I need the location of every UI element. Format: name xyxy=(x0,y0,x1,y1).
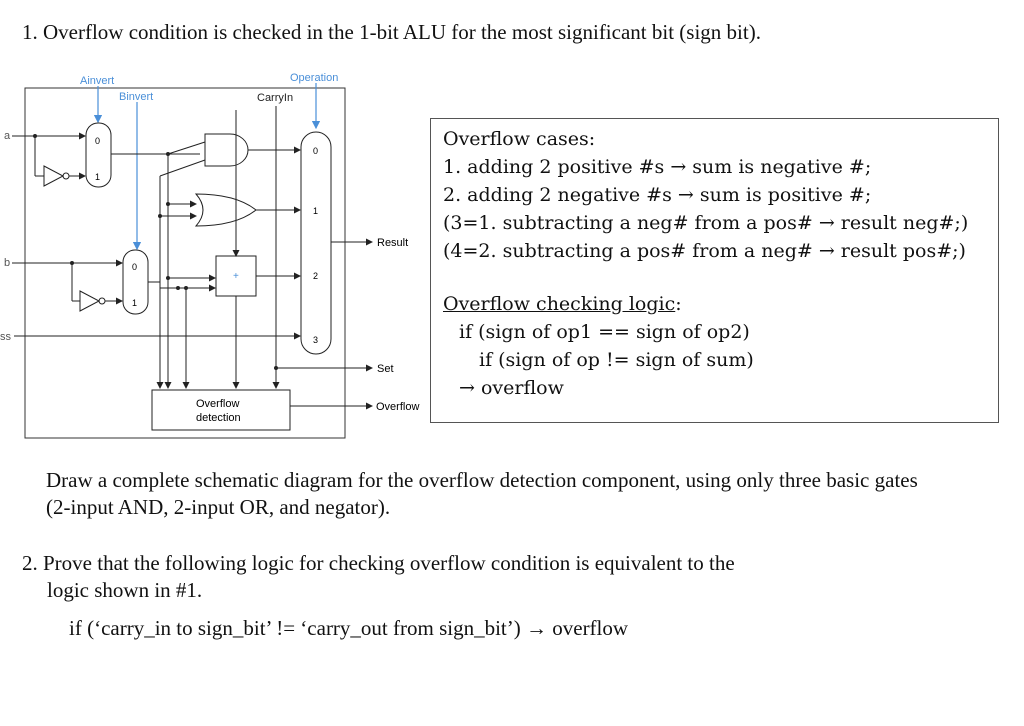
notes-case-4: (4=2. subtracting a pos# from a neg# → r… xyxy=(443,240,966,262)
logic-title: Overflow checking logic xyxy=(443,293,676,315)
question-2-rule: if (‘carry_in to sign_bit’ != ‘carry_out… xyxy=(69,616,629,640)
overflow-detection-line1: Overflow xyxy=(196,398,239,410)
carryin-label: CarryIn xyxy=(257,92,293,104)
and-gate xyxy=(204,133,249,167)
mux-a xyxy=(85,122,112,188)
notes-logic-3: → overflow xyxy=(459,377,564,399)
mux-operation xyxy=(300,131,332,355)
notes-title: Overflow cases: xyxy=(443,128,596,150)
question-2-line-2: logic shown in #1. xyxy=(47,578,203,602)
mux-b-1: 1 xyxy=(132,298,137,308)
mux-op-0: 0 xyxy=(313,146,318,156)
or-gate xyxy=(194,193,257,227)
ainvert-label: Ainvert xyxy=(80,75,114,87)
question-2: 2. Prove that the following logic for ch… xyxy=(22,550,922,604)
mux-a-0: 0 xyxy=(95,136,100,146)
b-input-label: b xyxy=(4,257,10,269)
result-label: Result xyxy=(377,237,408,249)
notes-case-1: 1. adding 2 positive #s → sum is negativ… xyxy=(443,156,872,178)
logic-colon: : xyxy=(675,293,682,315)
overflow-notes-box: Overflow cases: 1. adding 2 positive #s … xyxy=(430,118,999,423)
adder-plus: + xyxy=(233,271,239,282)
notes-logic-2: if (sign of op != sign of sum) xyxy=(479,349,754,371)
mux-b-0: 0 xyxy=(132,262,137,272)
mux-op-3: 3 xyxy=(313,335,318,345)
notes-case-2: 2. adding 2 negative #s → sum is positiv… xyxy=(443,184,872,206)
binvert-label: Binvert xyxy=(119,91,153,103)
notes-case-3: (3=1. subtracting a neg# from a pos# → r… xyxy=(443,212,969,234)
task-text: Draw a complete schematic diagram for th… xyxy=(46,468,918,519)
question-2-line-1: 2. Prove that the following logic for ch… xyxy=(22,551,735,575)
operation-label: Operation xyxy=(290,72,338,84)
notes-logic-heading: Overflow checking logic: xyxy=(443,290,998,318)
mux-op-2: 2 xyxy=(313,271,318,281)
overflow-detection-box xyxy=(151,389,291,431)
set-label: Set xyxy=(377,363,394,375)
mux-op-1: 1 xyxy=(313,206,318,216)
notes-logic-1: if (sign of op1 == sign of op2) xyxy=(459,321,750,343)
question-1-text: 1. Overflow condition is checked in the … xyxy=(22,20,761,44)
overflow-detection-line2: detection xyxy=(196,412,241,424)
less-input-label: ss xyxy=(0,331,12,343)
alu-schematic: Ainvert Binvert Operation CarryIn a b ss… xyxy=(0,72,419,439)
a-input-label: a xyxy=(4,130,11,142)
mux-a-1: 1 xyxy=(95,172,100,182)
overflow-output-label: Overflow xyxy=(376,401,419,413)
